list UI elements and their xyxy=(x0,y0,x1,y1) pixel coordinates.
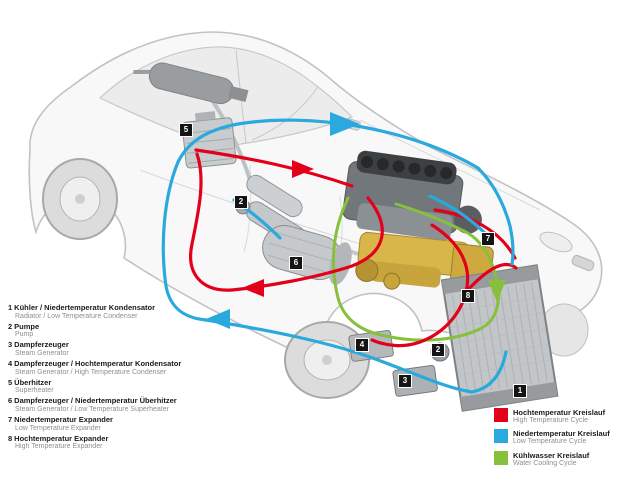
legend-item-number: 2 xyxy=(8,321,13,331)
cycle-legend-item: Niedertemperatur Kreislauf Low Temperatu… xyxy=(494,429,618,446)
arrow-ht-forward xyxy=(292,160,314,178)
legend-item-label-en: Steam Generator xyxy=(15,349,69,357)
arrow-lt-forward xyxy=(330,112,360,136)
cycle-label-de: Hochtemperatur Kreislauf xyxy=(513,408,606,417)
arrow-ht-return xyxy=(242,279,264,297)
legend-item-label-en: High Temperature Expander xyxy=(15,443,103,451)
car-wheels xyxy=(42,158,589,399)
diagram-marker: 2 xyxy=(235,196,247,208)
diagram-marker: 5 xyxy=(180,124,192,136)
legend-item-number: 7 xyxy=(8,415,13,425)
legend-item-label-en: Superheater xyxy=(15,387,54,395)
diagram-marker: 8 xyxy=(462,290,474,302)
diagram-marker: 4 xyxy=(356,339,368,351)
component-box-3 xyxy=(392,364,438,397)
cycle-label-de: Kühlwasser Kreislauf xyxy=(513,450,590,460)
legend-item-label-en: Radiator / Low Temperature Condenser xyxy=(15,312,138,320)
cycle-color-swatch xyxy=(494,429,508,444)
flow-arrows xyxy=(206,112,506,329)
legend-item-number: 1 xyxy=(8,303,13,312)
legend-item-number: 6 xyxy=(8,396,13,406)
grille xyxy=(571,254,595,272)
legend-item-number: 4 xyxy=(8,359,13,369)
legend-item-label-de: Pumpe xyxy=(14,321,40,331)
pipes-low-temperature xyxy=(161,118,515,394)
legend-item-label-en: Steam Generator / High Temperature Conde… xyxy=(15,368,167,376)
headlight xyxy=(539,231,573,253)
cycle-label-en: Water Cooling Cycle xyxy=(513,459,577,467)
engine-block xyxy=(342,150,482,241)
cycle-label-en: Low Temperature Cycle xyxy=(513,438,587,446)
diagram-marker: 2 xyxy=(432,344,444,356)
cycle-legend: Hochtemperatur Kreislauf High Temperatur… xyxy=(494,408,618,472)
cycle-color-swatch xyxy=(494,450,508,465)
exhaust-muffler xyxy=(133,62,249,105)
legend-item-label-en: Pump xyxy=(15,331,34,339)
cycle-label-de: Niedertemperatur Kreislauf xyxy=(513,429,610,439)
legend-item-label-de: Niedertemperatur Expander xyxy=(14,415,113,425)
legend-item-label-de: Dampferzeuger / Hochtemperatur Kondensat… xyxy=(14,359,182,369)
cycle-color-swatch xyxy=(494,408,508,422)
legend-item-number: 3 xyxy=(8,340,13,350)
legend-item-label-de: Dampferzeuger xyxy=(14,340,69,350)
pipes-high-temperature xyxy=(189,148,518,348)
arrow-lt-return xyxy=(206,309,230,329)
diagram-marker: 7 xyxy=(482,233,494,245)
legend-item-number: 5 xyxy=(8,377,13,387)
cycle-label-en: High Temperature Cycle xyxy=(513,417,588,424)
legend-item-number: 8 xyxy=(8,433,13,443)
pipes-water-cooling xyxy=(331,196,500,342)
legend-item-label-de: Kühler / Niedertemperatur Kondensator xyxy=(14,303,156,312)
diagram-marker: 3 xyxy=(399,375,411,387)
arrow-coolant xyxy=(488,280,506,302)
legend-item-label-de: Überhitzer xyxy=(14,377,52,387)
cycle-legend-item: Kühlwasser Kreislauf Water Cooling Cycle xyxy=(494,450,618,468)
cycle-legend-item: Hochtemperatur Kreislauf High Temperatur… xyxy=(494,408,618,425)
legend-item-label-de: Dampferzeuger / Niedertemperatur Überhit… xyxy=(14,396,177,406)
diagram-marker: 6 xyxy=(290,257,302,269)
legend-item-label-en: Steam Generator / Low Temperature Superh… xyxy=(15,405,169,413)
diagram-marker: 1 xyxy=(514,385,526,397)
legend-item-label-de: Hochtemperatur Expander xyxy=(14,433,109,443)
legend-item-label-en: Low Temperature Expander xyxy=(15,424,101,432)
